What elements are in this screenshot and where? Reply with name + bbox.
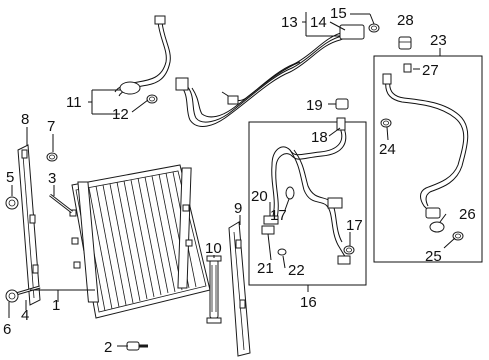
liquid-line-box [248,117,367,286]
callout-15: 15 [330,5,347,22]
suction-line [175,23,380,127]
callout-16: 16 [300,294,317,311]
callout-25: 25 [425,248,442,265]
callout-19: 19 [306,97,323,114]
callout-17-left: 17 [270,207,287,224]
callout-11: 11 [66,94,82,111]
callout-6: 6 [3,321,11,338]
callout-5: 5 [6,169,14,186]
callout-18: 18 [311,129,328,146]
callout-22: 22 [288,262,305,279]
cap-28 [398,36,412,50]
callout-27: 27 [422,62,439,79]
callout-24: 24 [379,141,396,158]
callout-10: 10 [205,240,222,257]
bolt-3 [49,193,73,214]
side-seal-right [228,221,251,357]
callout-3: 3 [48,170,56,187]
callout-26: 26 [459,206,476,223]
callout-20: 20 [251,188,268,205]
callout-9: 9 [234,200,242,217]
callout-23: 23 [430,32,447,49]
suction-hose-box [373,55,483,263]
callout-labels: 1 2 3 4 5 6 7 8 9 10 11 12 13 14 15 16 1… [3,5,476,356]
bolt-2 [126,341,148,351]
callout-21: 21 [257,260,274,277]
callout-4: 4 [21,307,29,324]
callout-12: 12 [112,106,129,123]
callout-7: 7 [47,118,55,135]
bolt-4 [5,285,41,303]
side-seal-left [17,144,41,306]
o-ring [46,152,58,162]
callout-14: 14 [310,14,327,31]
callout-1: 1 [52,297,60,314]
discharge-line [114,15,171,104]
callout-8: 8 [21,111,29,128]
callout-28: 28 [397,12,414,29]
callout-17-right: 17 [346,217,363,234]
callout-13: 13 [281,14,298,31]
callout-2: 2 [104,339,112,356]
leader-lines [8,12,456,347]
condenser [69,164,211,319]
nut [5,196,19,210]
cap-19 [335,98,349,110]
